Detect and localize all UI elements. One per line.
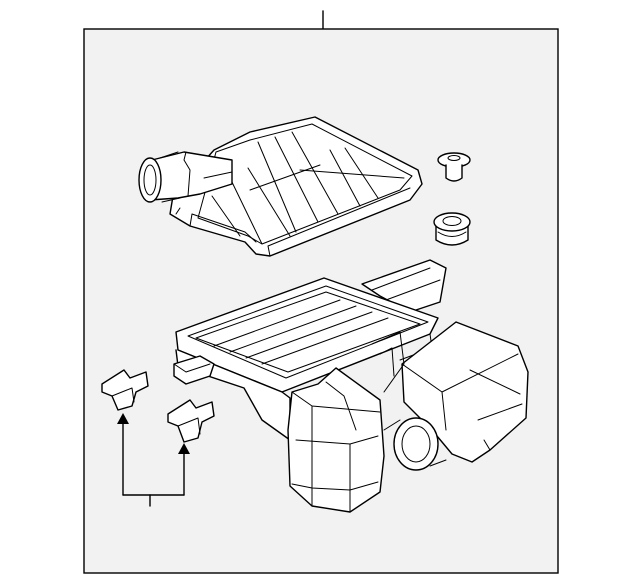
arrowhead-right [178,443,190,454]
small-grommet [437,152,471,182]
bracket-left [101,369,149,411]
bracket-callout-leader [117,413,190,507]
rubber-grommet [433,212,471,246]
bracket-right [167,399,215,443]
air-cleaner-lower-housing [173,259,529,513]
air-cleaner-upper-cover [138,116,423,257]
arrowhead-left [117,413,129,424]
